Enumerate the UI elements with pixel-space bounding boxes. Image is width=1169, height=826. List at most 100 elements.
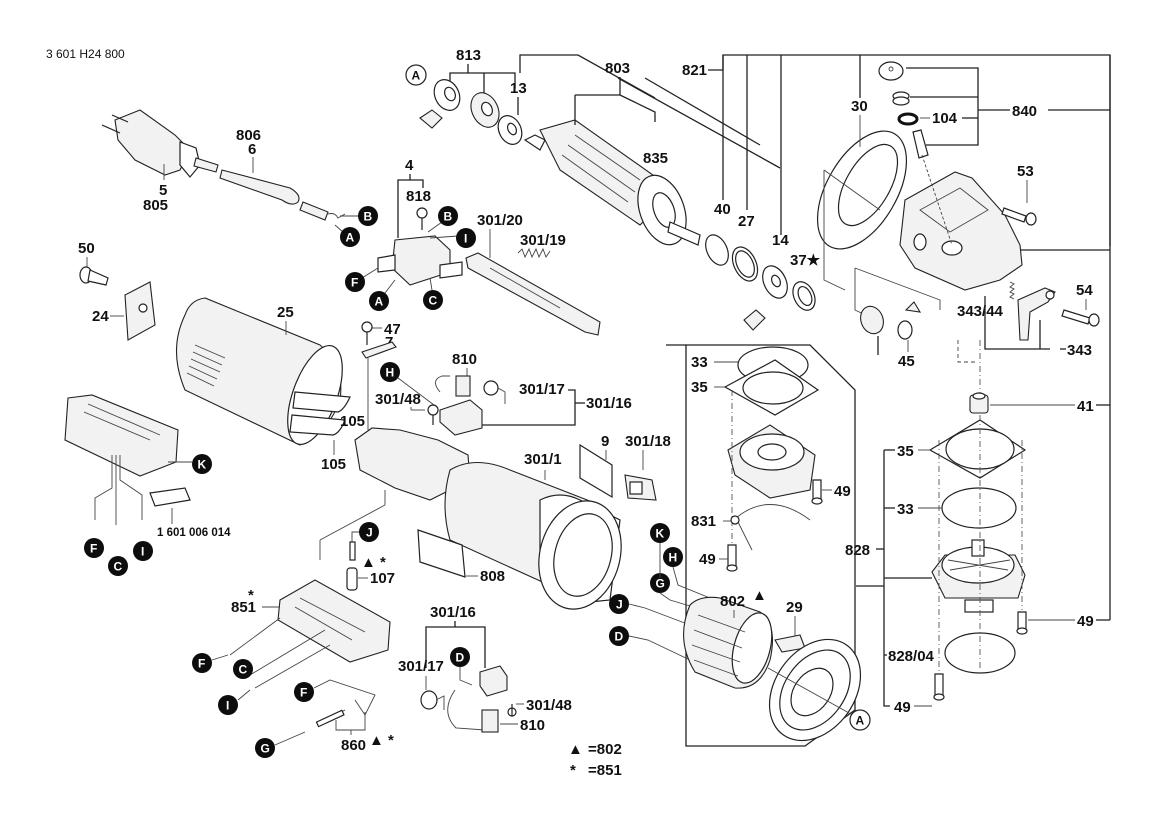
label-301-19: 301/19 <box>520 232 566 249</box>
svg-text:C: C <box>239 663 248 677</box>
label-301-48-top: 301/48 <box>375 391 421 408</box>
guard-30 <box>816 130 908 250</box>
label-835: 835 <box>643 150 668 167</box>
o-ring-33-right <box>941 487 1017 529</box>
label-49-box-b: 49 <box>699 551 716 568</box>
svg-text:K: K <box>198 458 207 472</box>
marker-tri-star-107: ▲ * <box>361 554 386 571</box>
label-803: 803 <box>605 60 630 77</box>
motor-housing-25 <box>176 297 351 446</box>
ref-b-switch: B <box>427 206 458 233</box>
ref-f-switch: F <box>345 267 379 292</box>
ref-d-field: D <box>609 626 629 646</box>
label-810-low: 810 <box>520 717 545 734</box>
electronic-module-851 <box>277 579 391 663</box>
spring-clip-831 <box>730 504 811 551</box>
spindle-lock-pin <box>912 129 929 159</box>
screw-47 <box>361 321 373 345</box>
svg-text:A: A <box>375 295 384 309</box>
screw-301-48-low <box>507 704 517 717</box>
label-30: 30 <box>851 98 868 115</box>
label-805: 805 <box>143 197 168 214</box>
label-808: 808 <box>480 568 505 585</box>
bearing-41 <box>969 392 989 414</box>
brush-spring-301-17-low <box>420 690 445 710</box>
svg-text:J: J <box>366 526 373 540</box>
sleeve-107 <box>346 567 358 591</box>
label-301-1: 301/1 <box>524 451 562 468</box>
ref-f-module: F <box>84 538 104 558</box>
label-29: 29 <box>786 599 803 616</box>
label-35-right: 35 <box>897 443 914 460</box>
gear-housing <box>899 171 1023 291</box>
ref-k-field: K <box>650 523 670 543</box>
ref-c-switch: C <box>423 277 443 310</box>
label-301-16-low: 301/16 <box>430 604 476 621</box>
screw-50 <box>79 266 109 286</box>
legend-asterisk-text: =851 <box>588 762 622 779</box>
label-5: 5 <box>159 182 167 199</box>
label-802: 802 <box>720 593 745 610</box>
ref-a-switch: A <box>369 279 396 311</box>
svg-text:I: I <box>226 699 229 713</box>
label-851: 851 <box>231 599 256 616</box>
svg-text:F: F <box>90 542 97 556</box>
screw-49-box-a <box>811 479 823 505</box>
bearing-813-b <box>470 92 500 128</box>
svg-text:F: F <box>351 276 358 290</box>
nameplate-808 <box>417 529 466 578</box>
clip-7 <box>361 341 397 359</box>
wire-860 <box>313 679 376 728</box>
ref-g-field: G <box>650 573 670 593</box>
ref-k-module: K <box>168 454 212 474</box>
carbon-brush-810-top <box>435 375 471 397</box>
label-6: 6 <box>248 141 256 158</box>
label-41: 41 <box>1077 398 1094 415</box>
svg-text:B: B <box>364 210 373 224</box>
spring-343-44 <box>1009 281 1015 300</box>
ref-c-module: C <box>108 556 128 576</box>
marker-asterisk-851: * <box>248 587 254 604</box>
label-plate-9 <box>579 443 613 499</box>
brush-spring-301-17 <box>483 380 506 404</box>
legend-triangle-text: =802 <box>588 741 622 758</box>
svg-text:K: K <box>656 527 665 541</box>
label-49-right: 49 <box>1077 613 1094 630</box>
svg-text:J: J <box>616 598 623 612</box>
module-wires <box>94 455 143 525</box>
label-53: 53 <box>1017 163 1034 180</box>
spring-301-19 <box>517 247 551 259</box>
label-107: 107 <box>370 570 395 587</box>
marker-tri-star-860: ▲ * <box>369 732 394 749</box>
label-33-right: 33 <box>897 501 914 518</box>
label-37-star: 37★ <box>790 252 821 269</box>
label-104: 104 <box>932 110 958 127</box>
label-810-top: 810 <box>452 351 477 368</box>
brush-813 <box>419 109 443 129</box>
ref-i-low: I <box>218 695 238 715</box>
bearing-14 <box>762 265 788 299</box>
seal-37 <box>792 281 816 311</box>
label-813: 813 <box>456 47 481 64</box>
label-840: 840 <box>1012 103 1037 120</box>
switch-rod-301-20 <box>465 252 601 336</box>
label-27: 27 <box>738 213 755 230</box>
label-45: 45 <box>898 353 915 370</box>
label-54: 54 <box>1076 282 1093 299</box>
ref-a-plug: A <box>334 224 360 247</box>
screw-53 <box>1001 207 1037 226</box>
carbon-brush-810-low <box>481 709 499 733</box>
drawing-number: 3 601 H24 800 <box>46 47 125 61</box>
bearing-13 <box>497 115 523 145</box>
svg-text:H: H <box>669 551 678 565</box>
marker-triangle-802: ▲ <box>752 587 767 604</box>
label-301-18: 301/18 <box>625 433 671 450</box>
lever-343 <box>1017 287 1056 341</box>
switch-4 <box>377 235 463 286</box>
gear-assembly-828 <box>931 539 1026 613</box>
svg-text:D: D <box>615 630 624 644</box>
svg-text:H: H <box>386 366 395 380</box>
svg-text:A: A <box>856 714 865 728</box>
label-828: 828 <box>845 542 870 559</box>
